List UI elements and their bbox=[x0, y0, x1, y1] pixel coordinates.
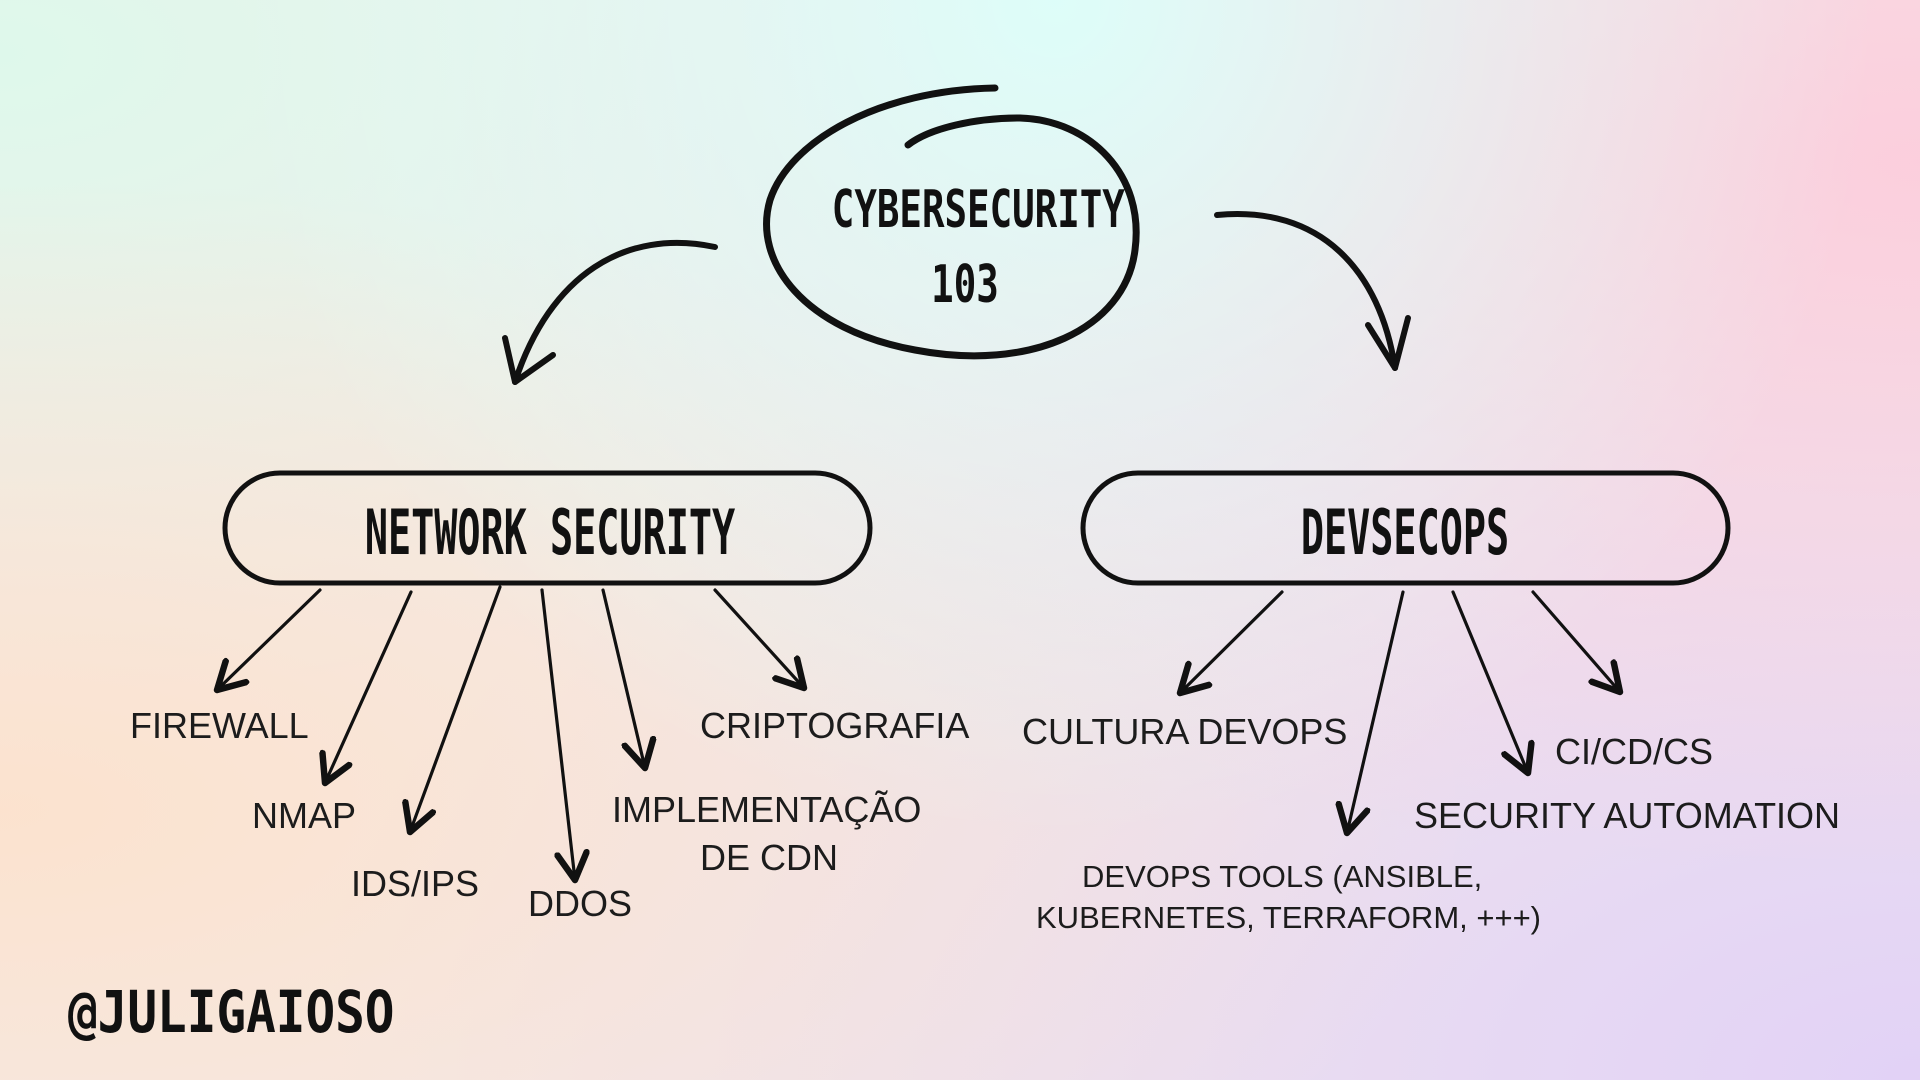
leaf-devops-tools-line1: DEVOPS TOOLS (ANSIBLE, bbox=[1082, 859, 1483, 894]
arrow-nmap bbox=[325, 590, 413, 783]
arrow-head-right bbox=[1365, 315, 1411, 371]
leaf-cultura-devops: CULTURA DEVOPS bbox=[1022, 711, 1348, 752]
devsecops-label: DEVSECOPS bbox=[1300, 496, 1510, 569]
root-subtitle: 103 bbox=[931, 255, 999, 315]
arrow-ids-ips bbox=[410, 585, 502, 832]
arrow-ci-cd-cs bbox=[1451, 590, 1528, 773]
arrow-ddos bbox=[540, 588, 575, 880]
arrow-cdn bbox=[601, 588, 645, 768]
root-title: CYBERSECURITY bbox=[831, 180, 1125, 240]
network-security-pill bbox=[222, 470, 873, 586]
arrow-firewall bbox=[217, 588, 322, 690]
devsecops-pill bbox=[1080, 470, 1731, 586]
arrow-to-network-security bbox=[512, 239, 718, 385]
leaf-criptografia: CRIPTOGRAFIA bbox=[700, 705, 970, 746]
leaf-ids-ips: IDS/IPS bbox=[351, 863, 480, 904]
arrow-head-left bbox=[502, 335, 556, 385]
leaf-de-cdn: DE CDN bbox=[700, 837, 839, 878]
leaf-ci-cd-cs: CI/CD/CS bbox=[1555, 731, 1714, 772]
arrow-to-devsecops bbox=[1214, 211, 1398, 371]
network-security-label: NETWORK SECURITY bbox=[364, 496, 736, 569]
arrow-security-automation bbox=[1531, 590, 1620, 692]
leaf-implementacao: IMPLEMENTAÇÃO bbox=[612, 789, 922, 830]
leaf-nmap: NMAP bbox=[252, 795, 357, 836]
arrow-criptografia bbox=[713, 588, 804, 688]
leaf-security-automation: SECURITY AUTOMATION bbox=[1414, 795, 1841, 836]
author-handle: @JULIGAIOSO bbox=[68, 978, 395, 1046]
arrow-cultura-devops bbox=[1180, 590, 1284, 693]
root-circle bbox=[763, 84, 1140, 360]
leaf-ddos: DDOS bbox=[528, 883, 633, 924]
leaf-firewall: FIREWALL bbox=[130, 705, 309, 746]
leaf-devops-tools-line2: KUBERNETES, TERRAFORM, +++) bbox=[1036, 900, 1542, 935]
arrow-devops-tools bbox=[1347, 590, 1405, 833]
